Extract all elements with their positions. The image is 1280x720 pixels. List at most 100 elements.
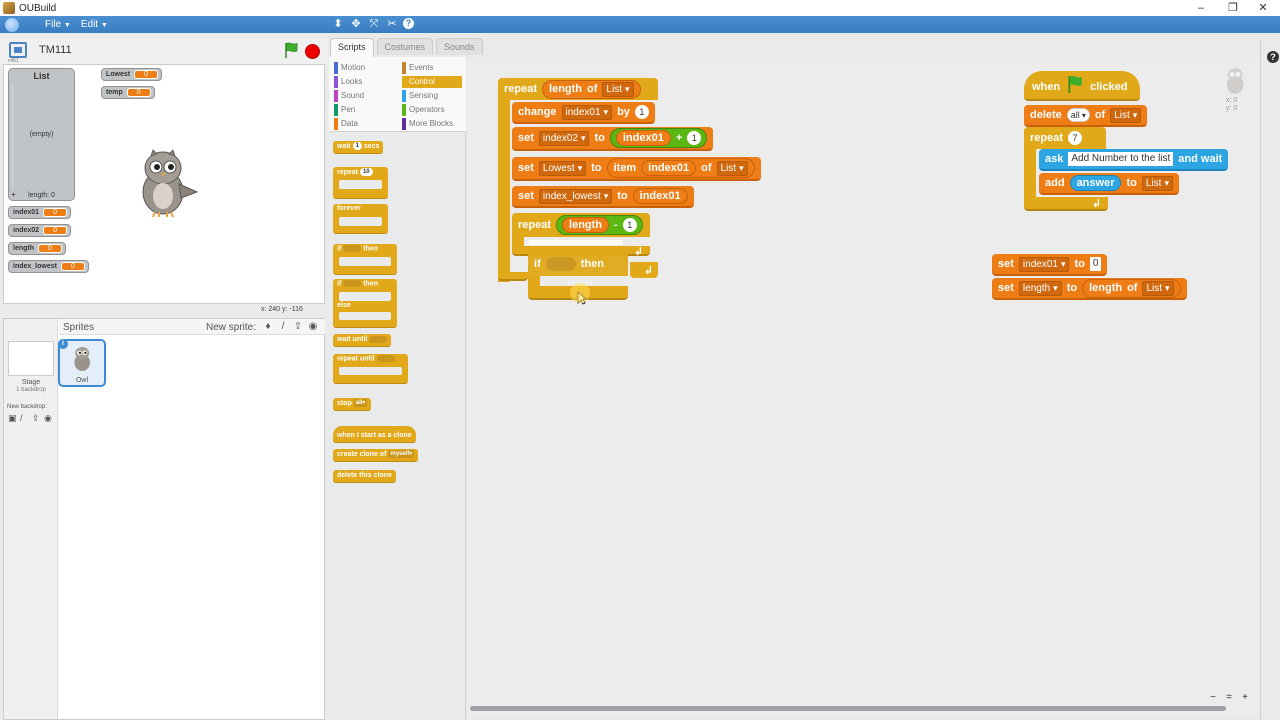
list-monitor[interactable]: List (empty) + length: 0 <box>8 68 75 201</box>
category-sound[interactable]: Sound <box>334 90 394 102</box>
palette-if-block[interactable]: if then <box>333 244 397 275</box>
sprite-library-icon[interactable]: ♦ <box>265 321 271 332</box>
help-icon[interactable]: ? <box>1267 51 1279 63</box>
paint-sprite-icon[interactable]: / <box>281 321 285 332</box>
globe-icon[interactable] <box>5 17 19 32</box>
length-reporter[interactable]: length <box>562 217 610 233</box>
block-dropdown[interactable]: all▾ <box>353 399 368 408</box>
palette-forever-block[interactable]: forever <box>333 204 388 234</box>
var-monitor-index-lowest[interactable]: index_lowest 0 <box>8 260 89 273</box>
var-dropdown[interactable]: length <box>1018 280 1062 296</box>
var-monitor-length[interactable]: length 0 <box>8 242 66 255</box>
list-dropdown[interactable]: List <box>716 160 748 176</box>
var-monitor-index02[interactable]: index02 0 <box>8 224 72 237</box>
palette-when-clone-block[interactable]: when I start as a clone <box>333 426 416 443</box>
when-flag-clicked-block[interactable]: when clicked <box>1024 71 1140 101</box>
camera-sprite-icon[interactable]: ◉ <box>308 321 318 332</box>
index01-reporter[interactable]: index01 <box>641 160 697 176</box>
category-control[interactable]: Control <box>402 76 462 88</box>
boolean-slot[interactable] <box>545 257 576 271</box>
value-input[interactable]: 0 <box>1089 257 1102 271</box>
tab-scripts[interactable]: Scripts <box>330 38 374 57</box>
inner-repeat-block[interactable]: repeat length - 1 <box>512 213 650 237</box>
ask-and-wait-block[interactable]: ask Add Number to the list and wait <box>1039 149 1229 171</box>
var-dropdown[interactable]: Lowest <box>538 160 587 176</box>
palette-if-else-block[interactable]: if then else <box>333 279 397 328</box>
category-looks[interactable]: Looks <box>334 76 394 88</box>
category-operators[interactable]: Operators <box>402 104 462 116</box>
file-menu[interactable]: File ▼ <box>45 19 71 30</box>
delete-icon[interactable]: ✂ <box>387 18 397 30</box>
var-monitor-index01[interactable]: index01 0 <box>8 206 72 219</box>
index01-reporter[interactable]: index01 <box>615 130 671 146</box>
block-input[interactable]: 1 <box>352 142 362 151</box>
index01-reporter[interactable]: index01 <box>632 188 688 204</box>
list-add-button[interactable]: + <box>11 190 16 199</box>
green-flag-icon[interactable] <box>284 42 298 58</box>
palette-wait-until-block[interactable]: wait until <box>333 334 392 347</box>
owl-sprite[interactable] <box>129 148 201 218</box>
change-block[interactable]: change index01 by 1 <box>512 102 655 124</box>
zoom-reset-icon[interactable]: = <box>1226 692 1232 703</box>
paint-backdrop-icon[interactable]: / <box>20 413 23 423</box>
number-input[interactable]: 1 <box>687 131 702 145</box>
category-more-blocks[interactable]: More Blocks <box>402 118 462 130</box>
list-dropdown[interactable]: List <box>602 81 634 97</box>
list-dropdown[interactable]: List <box>1110 107 1142 123</box>
list-dropdown[interactable]: List <box>1141 175 1173 191</box>
delete-option-dropdown[interactable]: all <box>1066 108 1090 122</box>
sprite-info-icon[interactable]: i <box>58 339 68 349</box>
restore-button[interactable]: ❐ <box>1228 2 1238 14</box>
item-of-reporter[interactable]: item index01 of List <box>606 158 755 178</box>
sprite-card-owl[interactable]: i Owl <box>58 339 106 387</box>
shrink-icon[interactable]: ⤧ <box>369 18 379 30</box>
list-dropdown[interactable]: List <box>1142 280 1174 296</box>
palette-wait-block[interactable]: wait 1 secs <box>333 141 384 154</box>
category-data[interactable]: Data <box>334 118 394 130</box>
number-input[interactable]: 1 <box>634 105 649 119</box>
add-operator[interactable]: index01 + 1 <box>609 128 708 148</box>
close-button[interactable]: ✕ <box>1258 2 1268 14</box>
tab-costumes[interactable]: Costumes <box>376 38 434 55</box>
palette-delete-clone-block[interactable]: delete this clone <box>333 470 396 483</box>
palette-stop-block[interactable]: stop all▾ <box>333 398 372 411</box>
palette-repeat-until-block[interactable]: repeat until <box>333 354 408 384</box>
set-index02-block[interactable]: set index02 to index01 + 1 <box>512 127 714 151</box>
var-dropdown[interactable]: index01 <box>1018 256 1070 272</box>
subtract-operator[interactable]: length - 1 <box>556 215 643 235</box>
if-then-block-dragging[interactable]: if then <box>528 252 628 276</box>
project-title[interactable]: TM111 <box>39 44 72 56</box>
stage-canvas[interactable]: List (empty) + length: 0 Lowest 0 temp 0… <box>3 64 325 304</box>
ask-text-input[interactable]: Add Number to the list <box>1068 152 1174 166</box>
grow-icon[interactable]: ✥ <box>351 18 361 30</box>
upload-sprite-icon[interactable]: ⇪ <box>293 321 303 332</box>
minimize-button[interactable]: – <box>1197 2 1205 14</box>
palette-repeat-block[interactable]: repeat 10 <box>333 167 388 199</box>
var-dropdown[interactable]: index02 <box>538 130 590 146</box>
set-lowest-block[interactable]: set Lowest to item index01 of List <box>512 157 761 181</box>
delete-of-list-block[interactable]: delete all of List <box>1024 105 1148 127</box>
category-events[interactable]: Events <box>402 62 462 74</box>
palette-create-clone-block[interactable]: create clone of myself▾ <box>333 449 419 462</box>
edit-menu[interactable]: Edit ▼ <box>80 19 108 30</box>
number-input[interactable]: 1 <box>622 218 637 232</box>
upload-backdrop-icon[interactable]: ⇪ <box>32 413 40 423</box>
set-index01-block[interactable]: set index01 to 0 <box>992 254 1108 276</box>
horizontal-scrollbar[interactable] <box>470 706 1226 711</box>
camera-backdrop-icon[interactable]: ◉ <box>44 413 52 423</box>
answer-reporter[interactable]: answer <box>1069 175 1122 191</box>
tab-sounds[interactable]: Sounds <box>436 38 483 55</box>
var-dropdown[interactable]: index_lowest <box>538 188 613 204</box>
backdrop-library-icon[interactable]: ▣ <box>8 413 17 423</box>
duplicate-icon[interactable]: ⬍ <box>333 18 343 30</box>
var-monitor-lowest[interactable]: Lowest 0 <box>101 68 163 81</box>
zoom-in-icon[interactable]: + <box>1242 692 1248 703</box>
number-input[interactable]: 7 <box>1068 131 1083 145</box>
zoom-out-icon[interactable]: − <box>1210 692 1216 703</box>
add-to-list-block[interactable]: add answer to List <box>1039 173 1179 195</box>
set-index-lowest-block[interactable]: set index_lowest to index01 <box>512 186 694 208</box>
fullscreen-icon[interactable] <box>9 42 27 58</box>
